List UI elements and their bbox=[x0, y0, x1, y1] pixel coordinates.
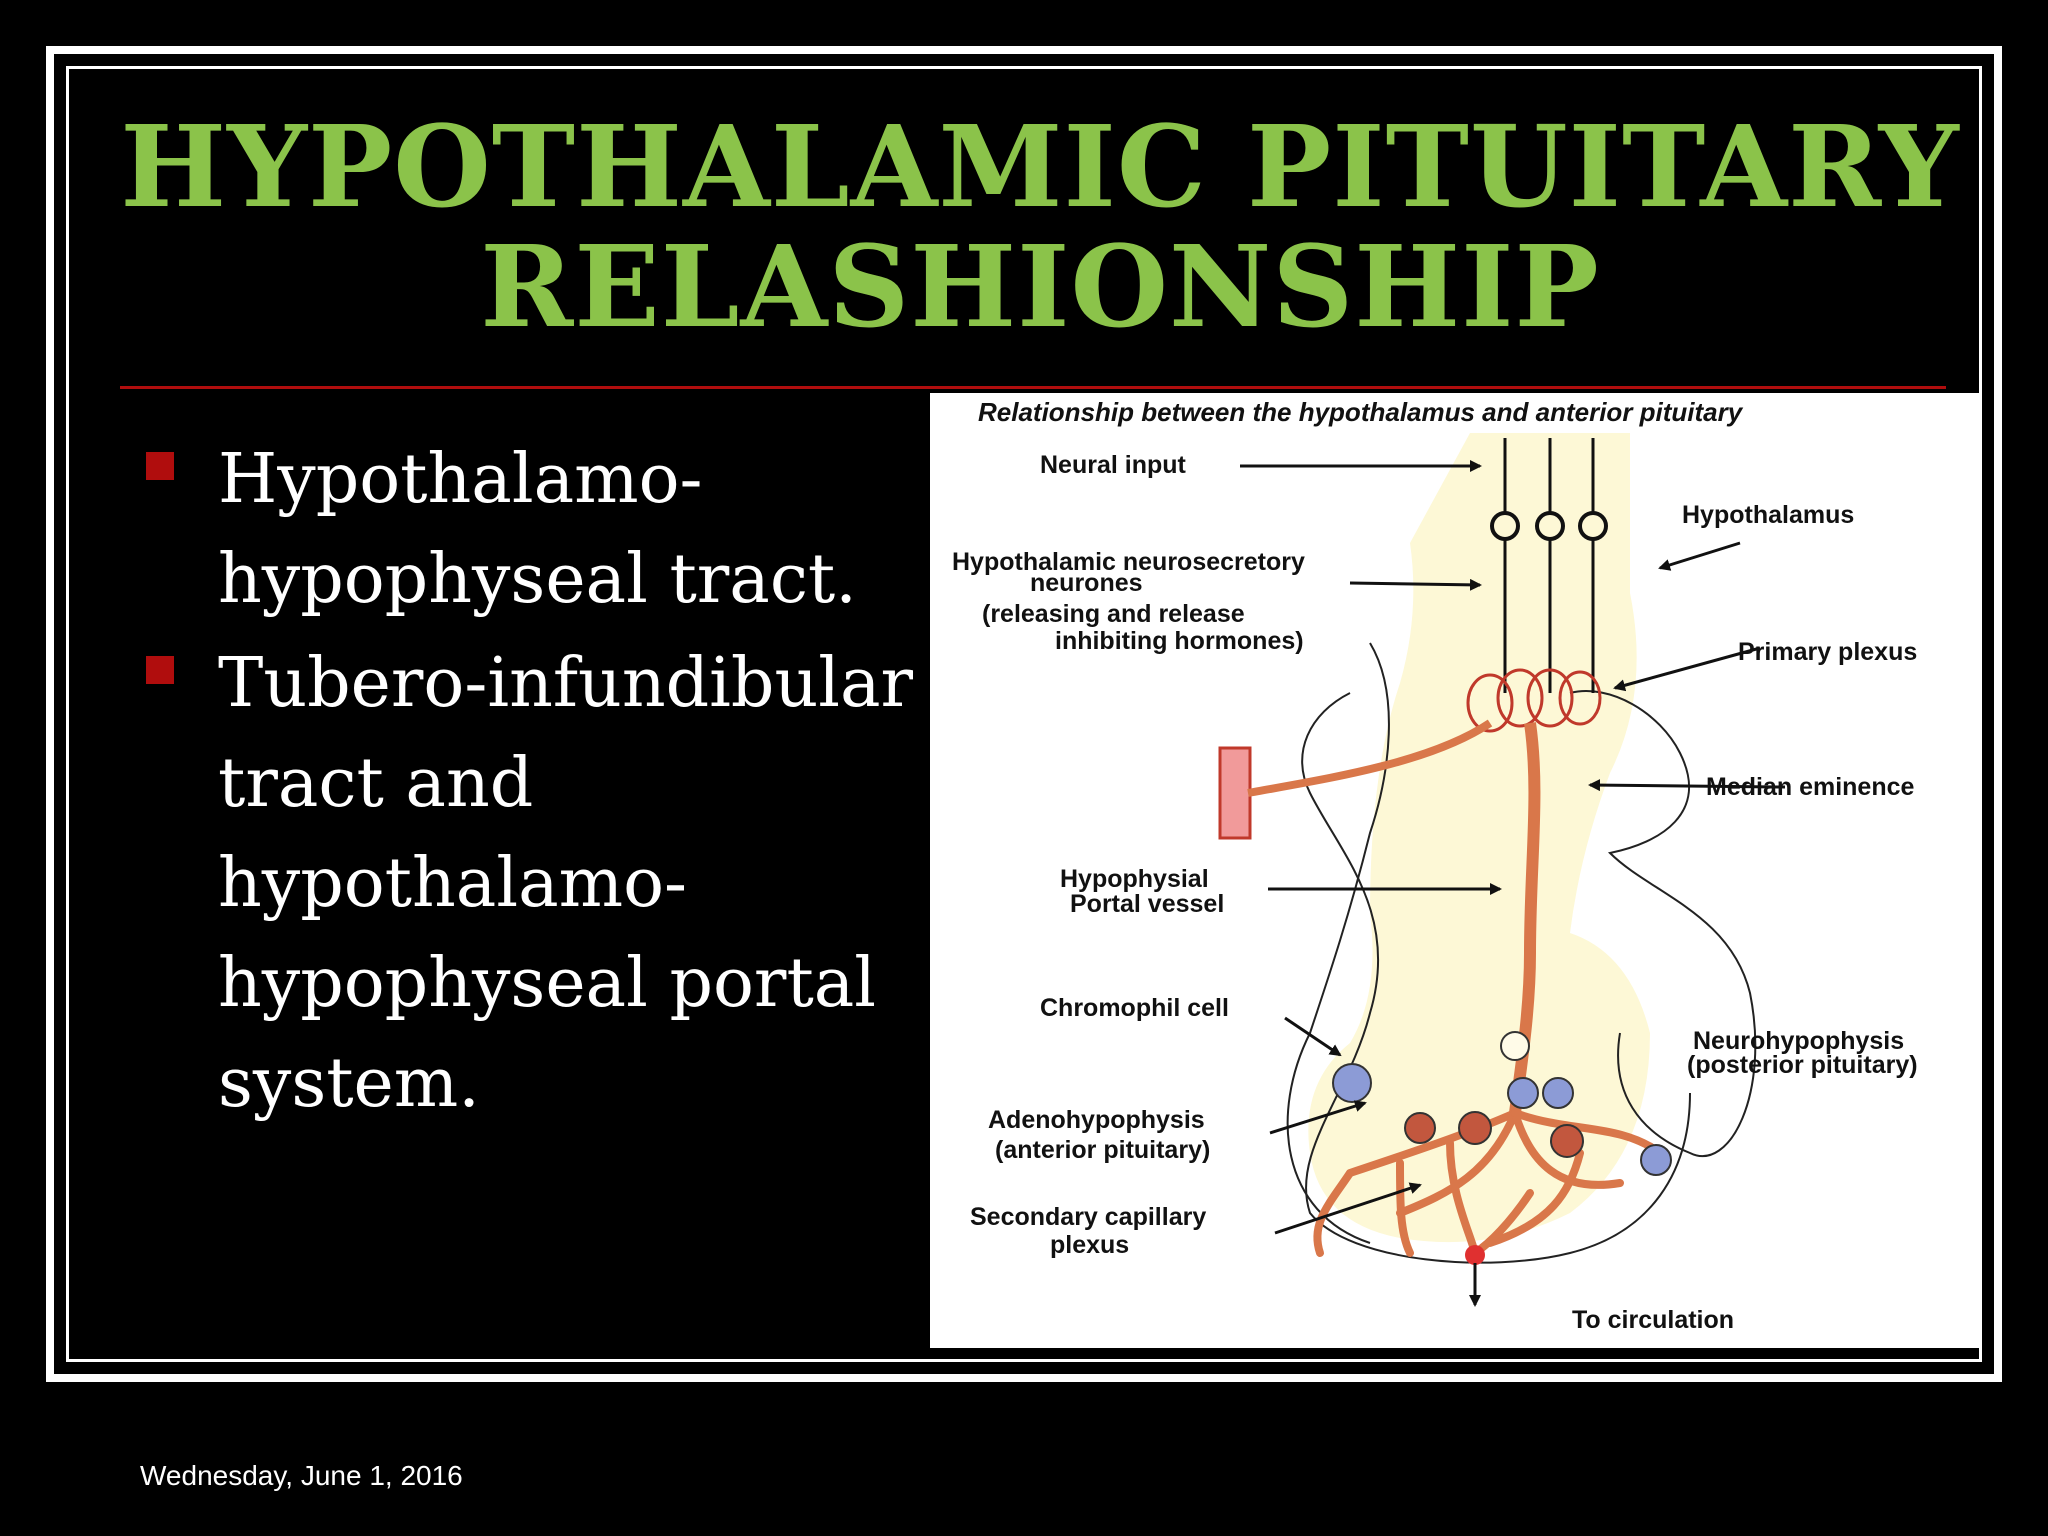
label-neurosecretory-2: neurones bbox=[1030, 569, 1143, 597]
label-to-circulation: To circulation bbox=[1572, 1306, 1734, 1334]
plexus-outlet bbox=[1465, 1245, 1485, 1265]
slide-frame-outer bbox=[46, 46, 2002, 1382]
portal-vessel bbox=[1509, 722, 1541, 1114]
label-neurohypophysis-2: (posterior pituitary) bbox=[1687, 1051, 1918, 1079]
label-adenohypophysis-2: (anterior pituitary) bbox=[995, 1136, 1210, 1164]
label-secondary-1: Secondary capillary bbox=[970, 1203, 1206, 1231]
label-neural-input: Neural input bbox=[1040, 451, 1187, 479]
label-hypothalamus: Hypothalamus bbox=[1682, 501, 1854, 529]
label-portal-2: Portal vessel bbox=[1070, 890, 1224, 918]
diagram-svg: Relationship between the hypothalamus an… bbox=[952, 397, 1918, 1334]
secondary-capillary-plexus bbox=[1313, 1109, 1664, 1257]
label-neurosecretory-1: Hypothalamic neurosecretory bbox=[952, 548, 1305, 576]
bullet-list: Hypothalamo-hypophyseal tract. Tubero-in… bbox=[140, 430, 930, 1138]
diagram-title: Relationship between the hypothalamus an… bbox=[978, 397, 1744, 427]
label-neurosecretory-4: inhibiting hormones) bbox=[1055, 627, 1304, 655]
label-adenohypophysis-1: Adenohypophysis bbox=[988, 1106, 1205, 1134]
hypothalamus-pituitary-diagram: Relationship between the hypothalamus an… bbox=[930, 393, 1980, 1348]
cell-chromophil bbox=[1332, 1063, 1372, 1103]
pituitary-outline bbox=[1301, 692, 1691, 1264]
label-arrows bbox=[1240, 460, 1786, 1307]
bullet-square-icon bbox=[146, 656, 174, 684]
label-neurohypophysis-1: Neurohypophysis bbox=[1693, 1027, 1904, 1055]
incoming-artery bbox=[1247, 719, 1493, 797]
neurosecretory-neurons bbox=[1490, 438, 1608, 693]
title-line-1: HYPOTHALAMIC PITUITARY bbox=[120, 102, 1960, 233]
bullet-item-2: Tubero-infundibular tract and hypothalam… bbox=[140, 634, 930, 1134]
artery-stub bbox=[1218, 746, 1252, 840]
bullet-square-icon bbox=[146, 452, 174, 480]
bullet-text-1: Hypothalamo-hypophyseal tract. bbox=[218, 440, 857, 619]
bullet-text-2: Tubero-infundibular tract and hypothalam… bbox=[218, 644, 914, 1123]
label-primary-plexus: Primary plexus bbox=[1738, 638, 1917, 666]
label-chromophil: Chromophil cell bbox=[1040, 994, 1229, 1022]
tissue-area bbox=[1308, 433, 1650, 1243]
pituitary-cells bbox=[1332, 1031, 1672, 1176]
slide-title: HYPOTHALAMIC PITUITARY RELASHIONSHIP bbox=[120, 108, 1960, 348]
title-divider bbox=[120, 386, 1946, 389]
bullet-item-1: Hypothalamo-hypophyseal tract. bbox=[140, 430, 930, 630]
label-portal-1: Hypophysial bbox=[1060, 865, 1209, 893]
label-median-eminence: Median eminence bbox=[1706, 773, 1914, 801]
title-line-2: RELASHIONSHIP bbox=[480, 222, 1600, 353]
primary-plexus bbox=[1466, 668, 1602, 733]
neurohypophysis-outline bbox=[1569, 690, 1757, 1157]
stalk-outline-left bbox=[1286, 642, 1390, 1244]
label-neurosecretory-3: (releasing and release bbox=[982, 600, 1245, 628]
slide-frame-inner bbox=[66, 66, 1982, 1362]
label-secondary-2: plexus bbox=[1050, 1231, 1129, 1259]
footer-date: Wednesday, June 1, 2016 bbox=[140, 1460, 463, 1491]
